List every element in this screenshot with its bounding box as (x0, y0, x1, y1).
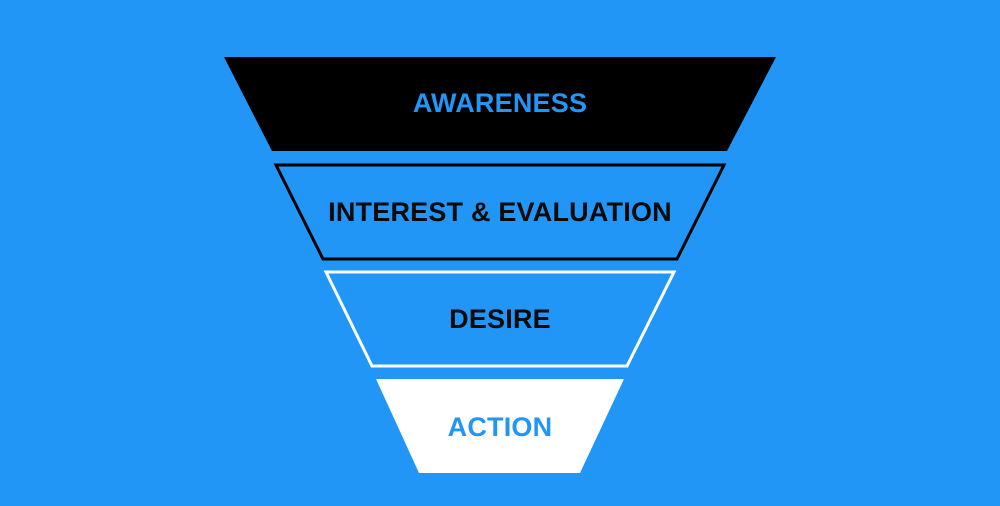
funnel-stage-desire-shape (323, 270, 677, 368)
funnel-stage-interest-evaluation-shape (273, 163, 727, 261)
funnel-stage-desire-label: DESIRE (449, 304, 551, 334)
funnel-stage-action-shape (376, 379, 624, 473)
funnel-stage-interest-evaluation-label: INTEREST & EVALUATION (328, 197, 672, 227)
funnel-stage-awareness-label: AWARENESS (412, 88, 588, 118)
funnel-stage-awareness-shape (224, 57, 776, 151)
funnel-stage-action-label: ACTION (447, 412, 553, 442)
